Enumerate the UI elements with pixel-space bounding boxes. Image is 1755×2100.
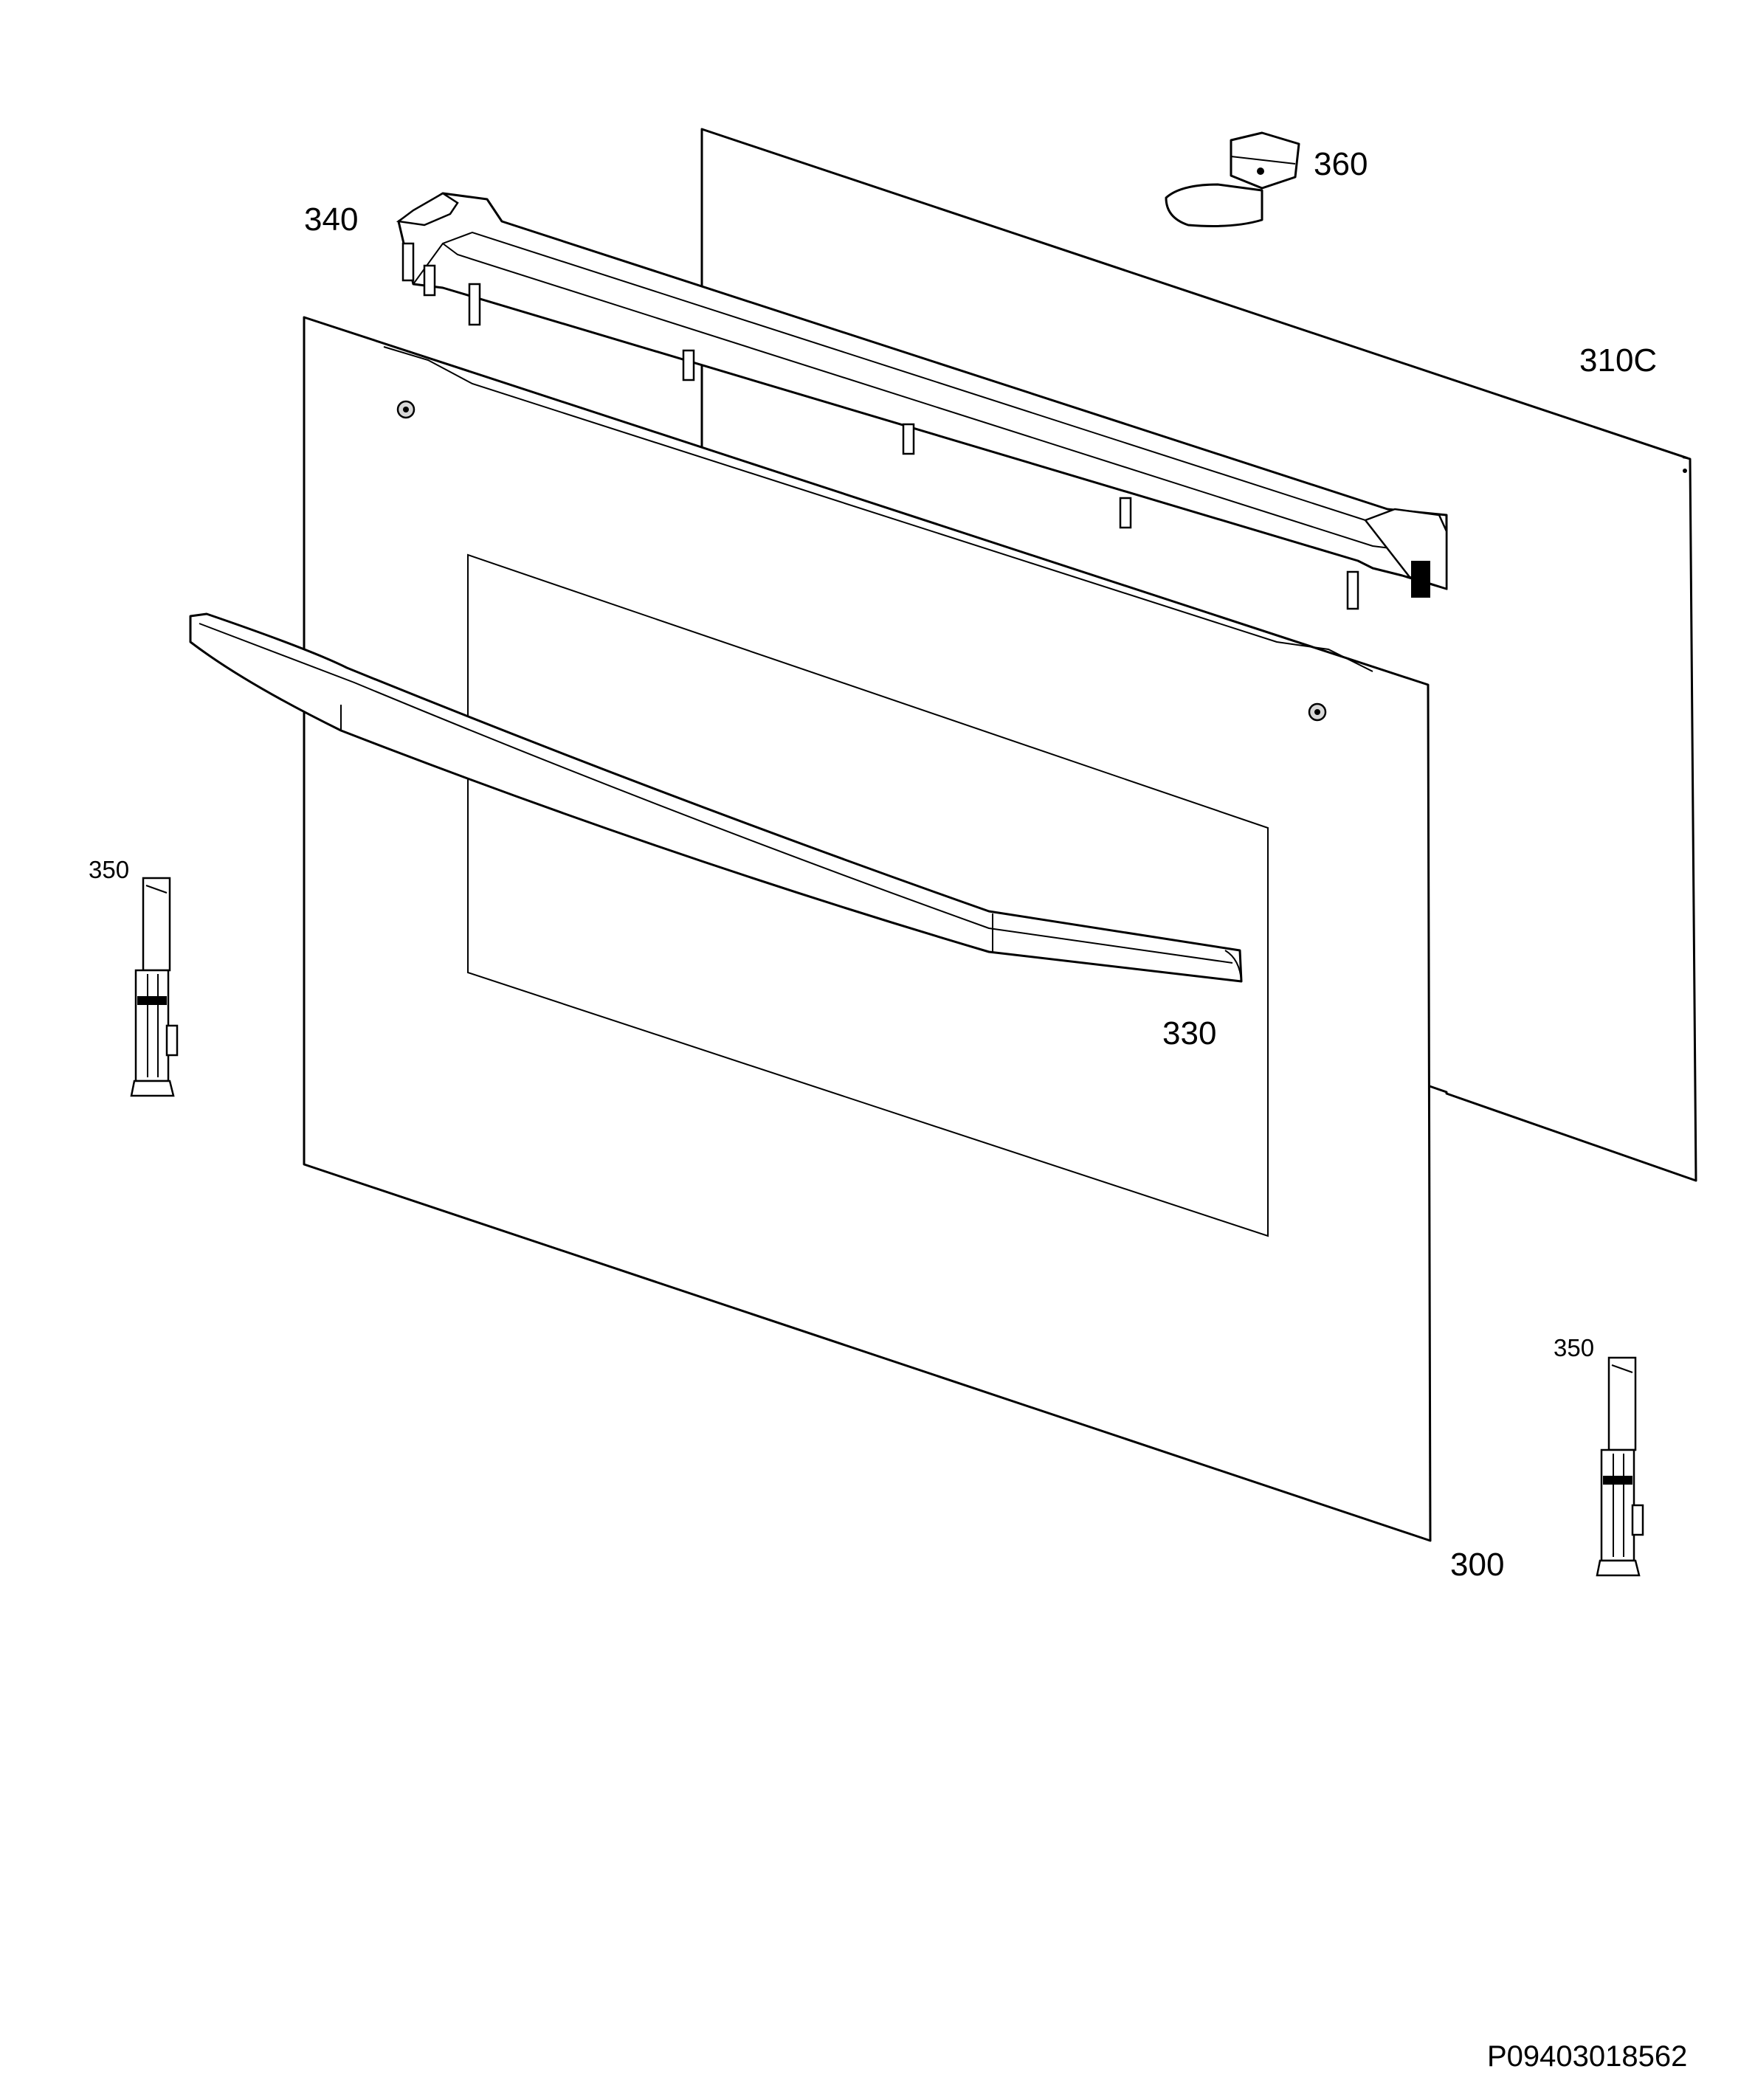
callout-300: 300 [1450,1547,1504,1583]
top-trim-profile-340 [396,192,1448,610]
callout-350-left: 350 [89,856,129,883]
hinge-350-left [130,877,179,1097]
drawing-number: P09403018562 [1487,2040,1687,2073]
hinge-clip-360 [1165,131,1300,227]
callout-340: 340 [304,201,358,238]
callout-310c: 310C [1579,342,1657,379]
door-handle-330 [189,612,1243,983]
hinge-350-right [1596,1356,1644,1577]
callout-350-right: 350 [1554,1334,1594,1361]
callout-360: 360 [1314,146,1368,182]
front-door-panel-300 [303,316,1432,1542]
callout-330: 330 [1162,1015,1216,1051]
